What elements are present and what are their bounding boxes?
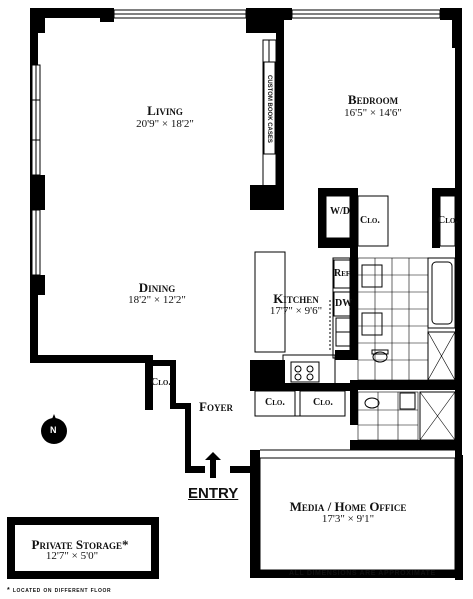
bathroom [357,257,456,441]
compass-north-label: N [50,425,57,435]
dining-dims: 18'2" × 12'2" [128,294,186,306]
hall-closet-2-label: Clo. [313,397,333,408]
compass-icon [41,414,67,444]
book-cases [262,39,277,191]
interior-lines [254,195,456,417]
foyer-closet-label: Clo. [151,377,171,388]
dining-label: Dining [138,280,176,295]
storage-label: Private Storage* [31,537,129,552]
bedroom-closet-label: Clo. [360,215,380,226]
refrigerator-label: Ref [334,268,351,279]
storage-note: * located on different floor [7,587,112,594]
bedroom-dims: 16'5" × 14'6" [344,107,402,119]
storage-box [7,517,159,579]
storage-dims: 12'7" × 5'0" [45,550,99,562]
dishwasher-label: DW [335,298,353,309]
entry-arrow [205,452,221,478]
foyer-label: Foyer [199,399,233,414]
media-room-frame [259,449,456,571]
kitchen-label: Kitchen [273,291,319,306]
hall-closet-1-label: Clo. [265,397,285,408]
media-dims: 17'3" × 9'1" [321,513,375,525]
bedroom-label: Bedroom [347,92,399,107]
windows [31,9,441,276]
book-cases-label: CUSTOM BOOK CASES [266,75,272,143]
washer-dryer-label: W/D [330,206,350,217]
living-label: Living [147,103,183,118]
exterior-walls [30,8,463,580]
bedroom-closet-2-label: Clo. [438,215,458,226]
kitchen-dims: 17'7" × 9'6" [269,305,323,317]
dimensions-note: ALL DIMENSIONS ARE APPROXIMATE [289,570,436,577]
living-dims: 20'9" × 18'2" [136,118,194,130]
media-label: Media / Home Office [289,499,407,514]
entry-label: ENTRY [188,485,239,502]
